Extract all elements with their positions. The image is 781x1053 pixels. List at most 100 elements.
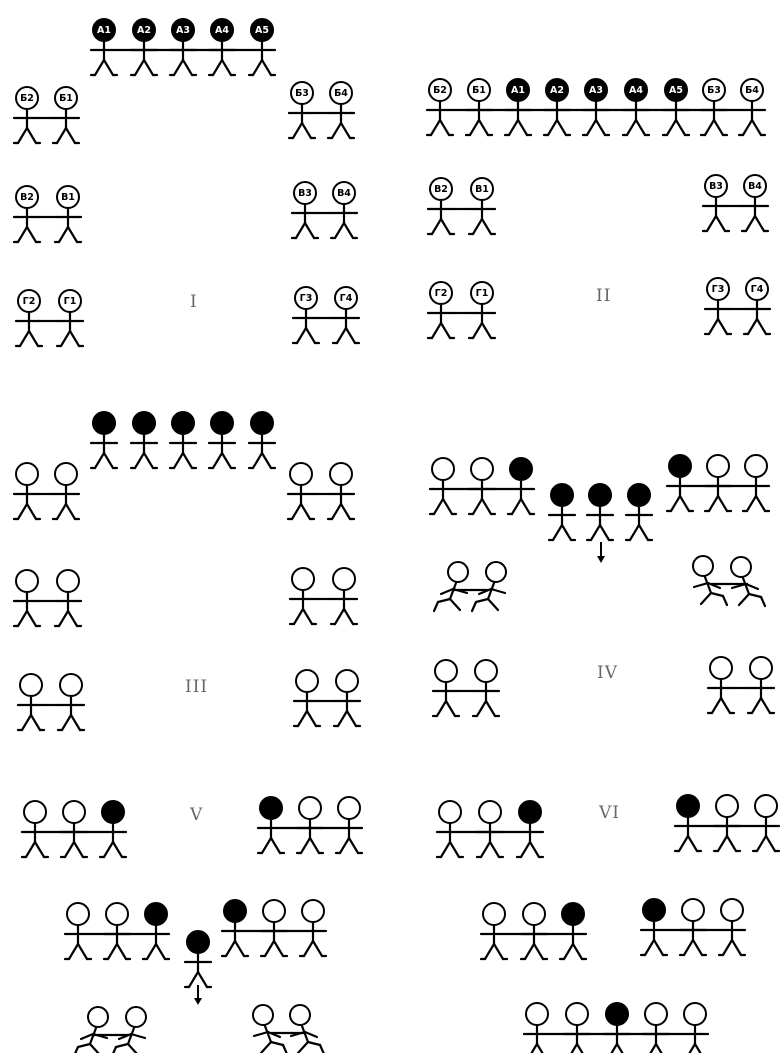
dancer-label: В2 <box>434 184 448 195</box>
dancer-figure-57 <box>743 455 769 511</box>
dancer-figure-13: В4 <box>331 182 357 238</box>
dancer-figure-82 <box>753 795 779 851</box>
dancer-figure-55 <box>667 455 693 511</box>
dancer-figure-23: А4 <box>623 79 649 135</box>
dancer-figure-24: А5 <box>663 79 689 135</box>
dancer-figure-29: В3 <box>703 175 729 231</box>
dancer-figure-71 <box>65 903 91 959</box>
dancer-label: А5 <box>669 85 683 96</box>
dancer-figure-26: Б4 <box>739 79 765 135</box>
dancer-figure-38 <box>209 412 235 468</box>
dancer-figure-52 <box>430 458 456 514</box>
dancer-figure-81 <box>714 795 740 851</box>
dancer-figure-42 <box>288 463 314 519</box>
dancer-label: Б4 <box>745 85 759 96</box>
dancer-label: В4 <box>337 188 351 199</box>
dancer-figure-25: Б3 <box>701 79 727 135</box>
dancer-figure-76 <box>300 900 326 956</box>
dancer-label: Б1 <box>472 85 486 96</box>
dancer-label: Б3 <box>295 88 309 99</box>
running-dancer-figure <box>112 1007 146 1053</box>
dancer-figure-64 <box>748 657 774 713</box>
dancer-figure-54 <box>508 458 534 514</box>
dancer-figure-84 <box>521 903 547 959</box>
dancer-label: А1 <box>511 85 525 96</box>
dancer-label: А3 <box>176 25 190 36</box>
dancer-figure-90 <box>564 1003 590 1053</box>
dancer-figure-91 <box>604 1003 630 1053</box>
dancer-label: Г3 <box>300 293 313 304</box>
dancer-figure-40 <box>14 463 40 519</box>
dancer-figure-21: А2 <box>544 79 570 135</box>
dancer-label: Б1 <box>59 93 73 104</box>
arrowhead-icon <box>194 998 202 1005</box>
dancer-label: Г4 <box>751 284 764 295</box>
panel-number-4: IV <box>597 663 618 683</box>
dancer-figure-63 <box>708 657 734 713</box>
running-dancer-figure <box>290 1005 324 1053</box>
dancer-figure-27: В2 <box>428 178 454 234</box>
dancer-figure-83 <box>481 903 507 959</box>
dancer-label: В1 <box>61 192 75 203</box>
panel-number-6: VI <box>598 803 620 823</box>
dancer-label: А3 <box>589 85 603 96</box>
dancer-figure-7: Б1 <box>53 87 79 143</box>
dancer-figure-48 <box>18 674 44 730</box>
dancer-figure-9: Б4 <box>328 82 354 138</box>
arrowhead-icon <box>597 556 605 563</box>
running-dancer-figure <box>731 557 765 606</box>
dancer-figure-33: Г3 <box>705 278 731 334</box>
dancer-figure-14: Г2 <box>16 290 42 346</box>
panel-number-5: V <box>189 805 203 825</box>
dancer-figure-10: В2 <box>14 186 40 242</box>
running-dancer-figure <box>693 556 727 605</box>
dancer-figure-4: А4 <box>209 19 235 75</box>
dancer-figure-43 <box>328 463 354 519</box>
dancer-figure-53 <box>469 458 495 514</box>
dancer-figure-17: Г4 <box>333 287 359 343</box>
dancer-label: Г1 <box>476 288 489 299</box>
dancer-label: В1 <box>475 184 489 195</box>
dancer-figure-56 <box>705 455 731 511</box>
dancer-label: Б2 <box>20 93 34 104</box>
dancer-figure-2: А2 <box>131 19 157 75</box>
dancer-label: Г2 <box>435 288 448 299</box>
dancer-figure-49 <box>58 674 84 730</box>
dancer-figure-18: Б2 <box>427 79 453 135</box>
dancer-figure-65 <box>22 801 48 857</box>
dancer-figure-92 <box>643 1003 669 1053</box>
dancer-label: А4 <box>629 85 643 96</box>
dancer-figure-73 <box>143 903 169 959</box>
dancer-figure-45 <box>55 570 81 626</box>
dancer-label: Г1 <box>64 296 77 307</box>
dancer-figure-87 <box>680 899 706 955</box>
dancer-label: Г3 <box>712 284 725 295</box>
dancer-figure-36 <box>131 412 157 468</box>
dancer-figure-68 <box>258 797 284 853</box>
dancer-figure-5: А5 <box>249 19 275 75</box>
dancer-figure-77 <box>437 801 463 857</box>
dancer-figure-39 <box>249 412 275 468</box>
dancer-figure-8: Б3 <box>289 82 315 138</box>
running-dancer-figure <box>434 562 468 611</box>
panel-number-3: III <box>185 677 208 697</box>
dancer-figure-93 <box>682 1003 708 1053</box>
dancer-figure-3: А3 <box>170 19 196 75</box>
dancer-figure-28: В1 <box>469 178 495 234</box>
dancer-label: Б3 <box>707 85 721 96</box>
dancer-figure-59 <box>587 484 613 540</box>
dancer-figure-72 <box>104 903 130 959</box>
dancer-figure-85 <box>560 903 586 959</box>
dancer-figure-30: В4 <box>742 175 768 231</box>
dancer-figure-60 <box>626 484 652 540</box>
dancer-label: В3 <box>298 188 312 199</box>
dancer-figure-66 <box>61 801 87 857</box>
dancer-figure-20: А1 <box>505 79 531 135</box>
dancer-figure-16: Г3 <box>293 287 319 343</box>
dancer-figure-12: В3 <box>292 182 318 238</box>
center-dancer-figure <box>185 931 211 987</box>
dancer-figure-31: Г2 <box>428 282 454 338</box>
dancer-figure-6: Б2 <box>14 87 40 143</box>
dancer-figure-41 <box>53 463 79 519</box>
